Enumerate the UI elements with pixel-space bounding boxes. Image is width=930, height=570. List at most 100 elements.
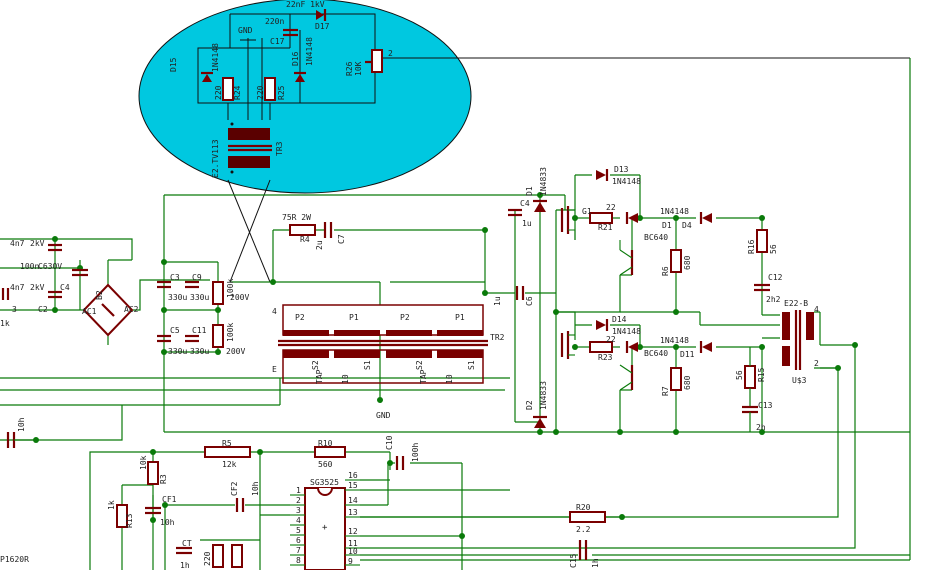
label-d16-val: 1N4148: [305, 37, 314, 66]
ic-pin-13: 13: [348, 508, 358, 517]
label-c11: C11: [192, 326, 207, 335]
label-p2a: P2: [295, 313, 305, 322]
label-r24-val: 220: [214, 85, 223, 100]
label-r4: R4: [300, 235, 310, 244]
label-p1a: P1: [349, 313, 359, 322]
capacitor-c4: [48, 290, 62, 299]
label-ac2: AC2: [124, 305, 139, 314]
resistor-220-bottom: [212, 544, 224, 568]
label-100k-b: 100k: [226, 323, 235, 342]
bridge-rectifier-b2: [82, 283, 134, 337]
capacitor-c5: [157, 334, 171, 343]
capacitor-c1: [48, 243, 62, 252]
label-r25-val: 220: [256, 85, 265, 100]
label-s2a: S2: [311, 360, 320, 370]
label-c3s: 3: [12, 305, 17, 314]
label-u3-pin4: 4: [814, 305, 819, 314]
label-d14-val: 1N4148: [612, 327, 641, 336]
label-d11: D11: [680, 350, 695, 359]
label-c7-val: 2u: [315, 240, 324, 250]
label-tr3-val: E2.TV113: [211, 139, 220, 178]
label-c5-val: 330u: [168, 347, 187, 356]
diode-d13: [596, 169, 609, 181]
resistor-r20: [569, 511, 606, 523]
label-e: E: [272, 365, 277, 374]
capacitor-c12: [754, 283, 770, 292]
label-d17-val: 22nF 1kV: [286, 0, 325, 9]
label-c3-val: 330u: [168, 293, 187, 302]
label-d4: D4: [682, 221, 692, 230]
label-2kv-b: 2kV: [30, 283, 45, 292]
capacitor-c13: [742, 405, 758, 432]
label-tap1: TAP: [315, 369, 324, 384]
label-r21-val: 22: [606, 203, 616, 212]
label-r21: R21: [598, 223, 613, 232]
label-r5-val: 12k: [222, 460, 237, 469]
label-200v-b: 200V: [226, 347, 245, 356]
label-c15-val: 1h: [591, 558, 600, 568]
label-ac1: AC1: [82, 307, 97, 316]
diode-d1-right: [625, 212, 638, 224]
potentiometer-r26: [371, 49, 383, 73]
resistor-r5: [204, 446, 251, 458]
transformer-tr3: [228, 122, 272, 174]
capacitor-c7: [323, 222, 333, 238]
diode-d2: [533, 415, 547, 428]
label-c10: C10: [385, 435, 394, 450]
capacitor-c15: [578, 540, 588, 560]
label-c9-val: 330u: [190, 293, 209, 302]
label-r23-val: 22: [606, 335, 616, 344]
capacitor-c10: [395, 456, 405, 470]
label-200v-a: 200V: [230, 293, 249, 302]
label-c12-val: 2h2: [766, 295, 781, 304]
label-r7-val: 680: [683, 375, 692, 390]
diode-d16: [294, 71, 306, 82]
label-tr2: TR2: [490, 333, 505, 342]
label-c15: C15: [569, 553, 578, 568]
capacitor-c4-mid: [508, 208, 522, 217]
label-r3-val: 10k: [139, 455, 148, 470]
label-c7: C7: [337, 234, 346, 244]
resistor-r21: [589, 212, 613, 224]
resistor-rt: [231, 544, 243, 568]
label-r3: R3: [159, 474, 168, 484]
highlight-ellipse: [138, 0, 472, 194]
label-r16-val: 56: [769, 244, 778, 254]
diode-d4: [699, 212, 712, 224]
label-c4: C4: [60, 283, 70, 292]
resistor-100k-lower: [212, 324, 224, 348]
label-g1: G1: [582, 207, 592, 216]
label-r25: R25: [277, 85, 286, 100]
label-pin4: 4: [272, 307, 277, 316]
label-p1620: P1620R: [0, 555, 29, 564]
label-gnd2: GND: [376, 411, 391, 420]
transistor-bc640-lower: [619, 364, 634, 391]
ic-pin-11: 11: [348, 539, 358, 548]
label-d14: D14: [612, 315, 627, 324]
label-c11-val: 330u: [190, 347, 209, 356]
ic-pin-14: 14: [348, 496, 358, 505]
resistor-r16: [756, 229, 768, 253]
label-s1a: S1: [363, 360, 372, 370]
ic-pin-1: 1: [296, 486, 301, 495]
label-c10-val: 100h: [411, 443, 420, 462]
resistor-r15: [744, 365, 756, 389]
capacitor-c630v: [72, 268, 88, 277]
capacitor-cf1: [145, 506, 161, 515]
capacitor-cf2: [235, 498, 245, 512]
label-100k-a: 100k: [226, 279, 235, 298]
label-s1b: S1: [467, 360, 476, 370]
label-r10-val: 560: [318, 460, 333, 469]
label-tr3: TR3: [275, 141, 284, 156]
label-bc640-a: BC640: [644, 233, 668, 242]
diode-right-lower-a: [625, 341, 638, 353]
label-d16: D16: [291, 51, 300, 66]
capacitor-c17: [283, 28, 298, 37]
ic-pin-10: 10: [348, 547, 358, 556]
label-ct: CT: [182, 539, 192, 548]
capacitor-c11: [185, 334, 199, 343]
resistor-r7: [670, 367, 682, 391]
label-c4-mid-val: 1u: [522, 219, 532, 228]
ic-pin-9: 9: [348, 557, 353, 566]
ic-pin-15: 15: [348, 481, 358, 490]
